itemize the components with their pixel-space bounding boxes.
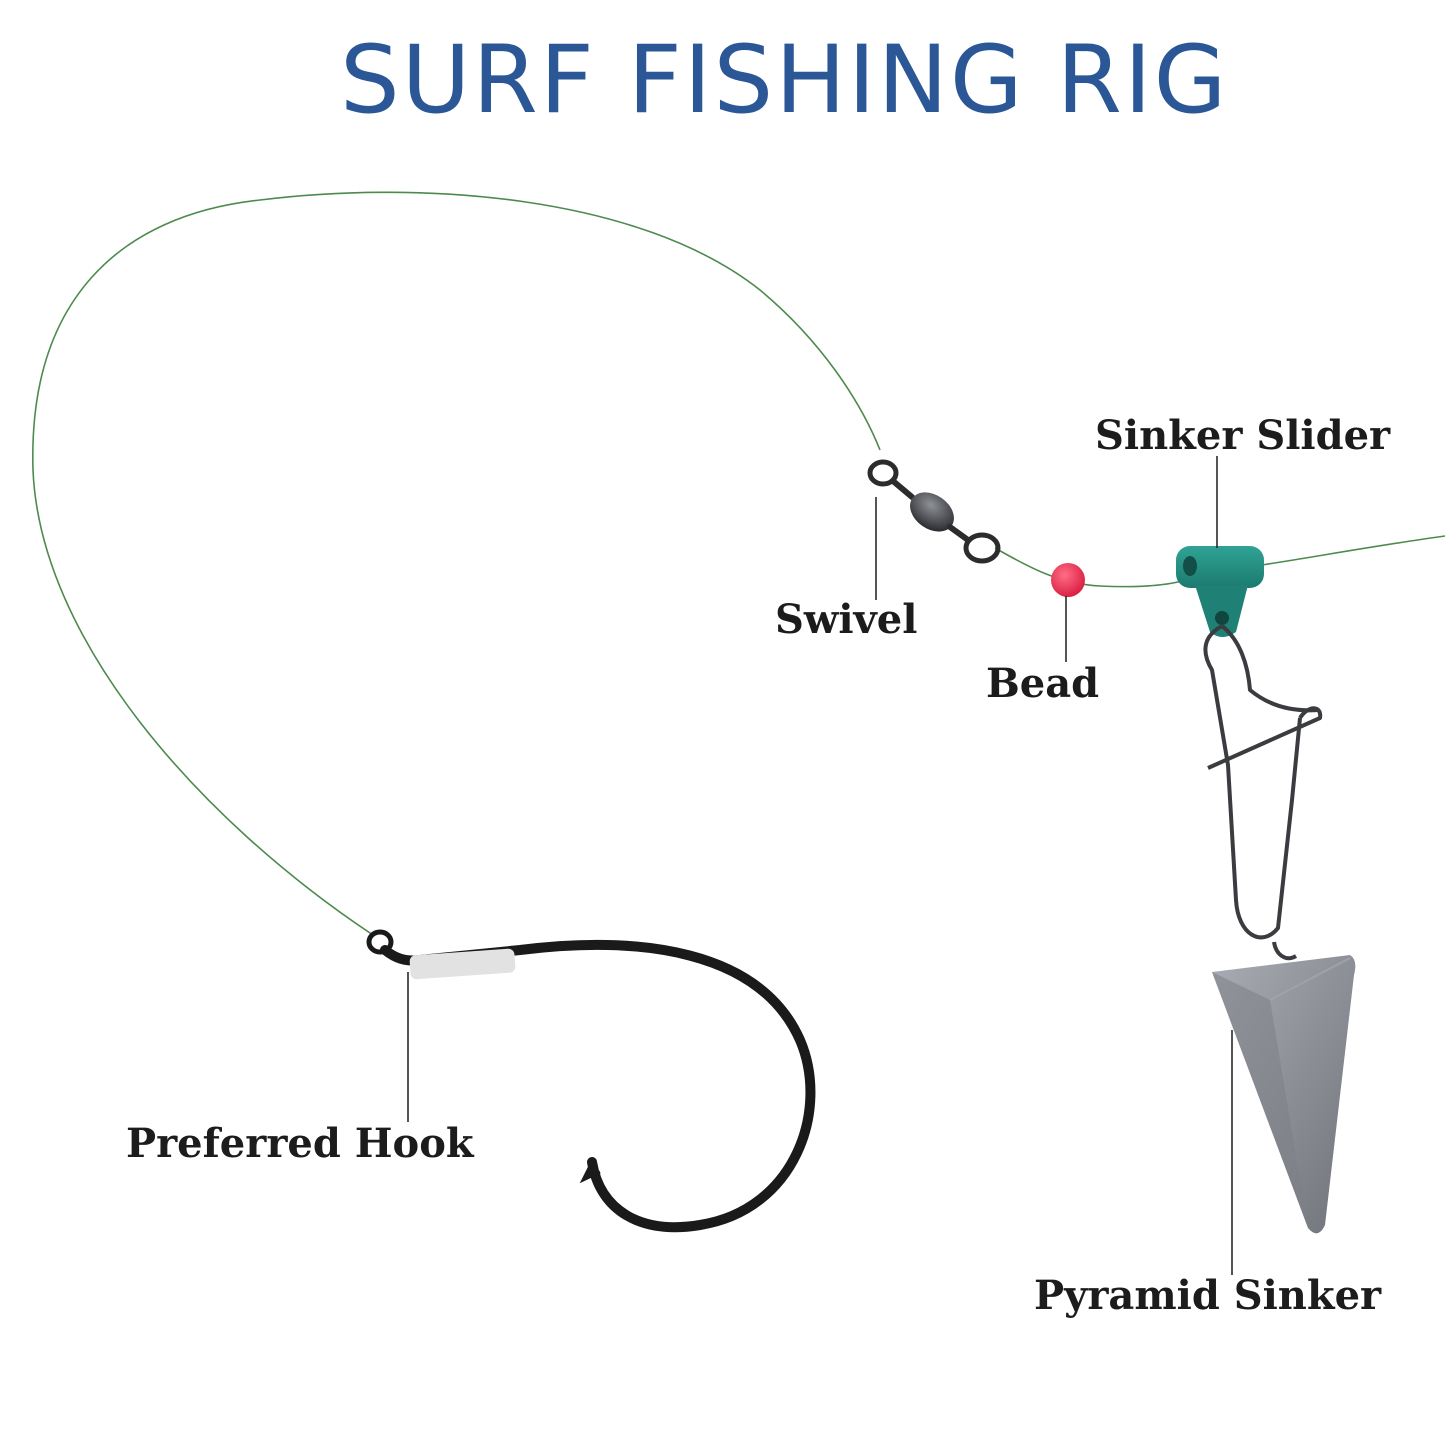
- fishing-line-middle: [994, 547, 1186, 588]
- sinker-slider: [1176, 546, 1264, 637]
- pyramid-sinker: [1212, 955, 1356, 1234]
- swivel-label: Swivel: [775, 596, 918, 643]
- fishing-line-right: [1261, 535, 1445, 566]
- bead-label: Bead: [986, 660, 1100, 707]
- swivel: [867, 459, 1001, 564]
- preferred-hook-label: Preferred Hook: [126, 1120, 474, 1167]
- bead: [1051, 563, 1085, 597]
- fishing-line: [32, 191, 881, 936]
- snap-clip: [1203, 624, 1323, 961]
- pyramid-sinker-label: Pyramid Sinker: [1034, 1272, 1382, 1319]
- diagram-title: SURF FISHING RIG: [340, 26, 1229, 135]
- sinker-slider-label: Sinker Slider: [1095, 412, 1391, 459]
- leader-lines: [407, 456, 1233, 1275]
- fishing-hook: [366, 929, 816, 1233]
